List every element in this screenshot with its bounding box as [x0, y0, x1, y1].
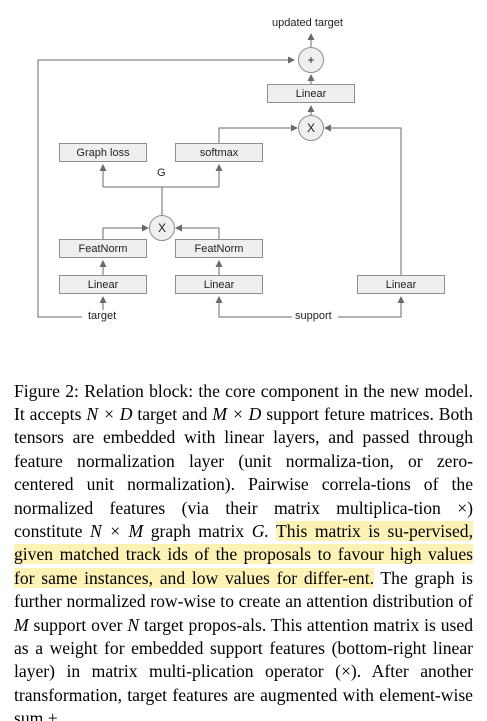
softmax-box: softmax: [175, 143, 263, 162]
times-operator-bottom: X: [149, 215, 175, 241]
caption-text: support feture matrices. Both tensors ar…: [14, 404, 473, 542]
figure-caption: Figure 2: Relation block: the core compo…: [14, 380, 474, 721]
target-input-label: target: [85, 310, 120, 323]
caption-text: target propos-­als. This attention matri…: [14, 614, 474, 721]
caption-text: target and: [137, 404, 208, 424]
math-n: N: [127, 614, 140, 635]
linear-box-target: Linear: [59, 275, 147, 294]
math-n-times-d: N × D: [86, 404, 133, 424]
updated-target-label: updated target: [269, 17, 346, 30]
figure-number: Figure 2:: [14, 380, 79, 401]
featnorm-box-target: FeatNorm: [59, 239, 147, 258]
times-operator-top: X: [298, 115, 324, 141]
arrow-softmax-to-x: [218, 124, 298, 143]
math-m: M: [14, 614, 29, 635]
math-n-times-m: N × M: [89, 521, 144, 542]
arrow-target-skip: [37, 56, 295, 318]
linear-box-support: Linear: [175, 275, 263, 294]
plus-operator: +: [298, 47, 324, 73]
caption-text: The graph is further normalized row-wise…: [14, 567, 473, 612]
graph-loss-box: Graph loss: [59, 143, 147, 162]
featnorm-box-support: FeatNorm: [175, 239, 263, 258]
diagram-connectors: [37, 33, 405, 318]
caption-text: support over: [33, 614, 123, 635]
linear-box-top: Linear: [267, 84, 355, 103]
arrow-right-linear-to-x: [324, 124, 402, 275]
caption-text: graph matrix: [150, 521, 245, 542]
arrow-featnorm-left-to-x: [102, 224, 149, 239]
math-m-times-d: M × D: [212, 404, 262, 424]
arrow-featnorm-right-to-x: [175, 224, 220, 239]
math-g: G.: [251, 521, 269, 542]
arrow-to-graph-loss: [103, 165, 219, 188]
support-input-label: support: [292, 310, 335, 323]
arrow-support-to-right-linear: [338, 296, 405, 318]
caption-text: Relation block: the core component in th…: [14, 380, 473, 424]
graph-matrix-g-label: G: [154, 167, 169, 180]
linear-box-support-right: Linear: [357, 275, 445, 294]
arrow-support-to-linear: [215, 296, 292, 318]
